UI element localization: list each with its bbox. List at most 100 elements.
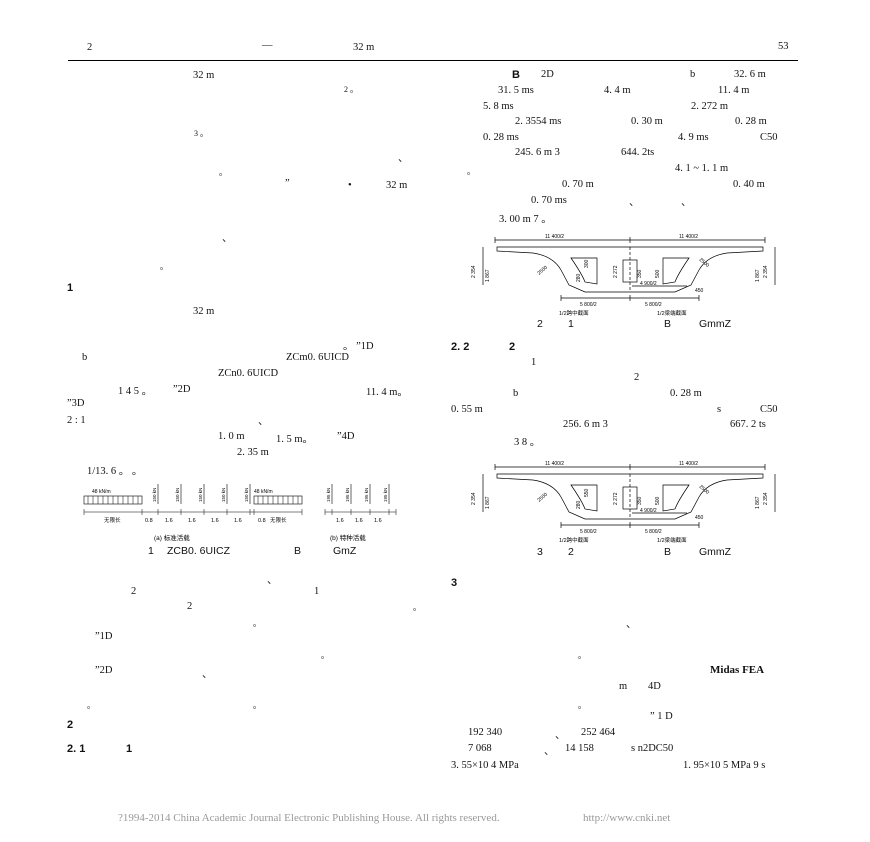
- text: ZCm0. 6UICD: [286, 352, 349, 363]
- header-left-number: 2: [87, 42, 93, 53]
- dim-500: 500: [655, 269, 661, 278]
- special-axle-label: 195 kN: [345, 488, 350, 502]
- support-label: 1/2梁端截面: [657, 536, 687, 544]
- dim-280: 280: [576, 273, 582, 282]
- text: ”: [285, 178, 290, 189]
- dim-2354: 2 354: [763, 265, 769, 278]
- text: ” 1 D: [650, 711, 673, 722]
- text: 0. 28 m: [670, 388, 702, 399]
- midspan-label: 1/2跨中截面: [559, 309, 589, 317]
- inner-cell-left: [570, 257, 598, 285]
- text: b: [690, 69, 696, 80]
- fig3-caption-sub: 2: [568, 546, 574, 558]
- fig1-caption-b: B: [294, 545, 302, 557]
- text: ”2D: [173, 384, 191, 395]
- inner-cell-left: [570, 484, 598, 512]
- dim-labels-standard: 无限长 0.8 1.6 1.6 1.6 1.6 0.8 无限长: [104, 516, 287, 524]
- text: 4. 1 ~ 1. 1 m: [675, 163, 729, 174]
- dim-16: 1.6: [234, 518, 242, 524]
- text: 。: [578, 651, 586, 660]
- dim-2354: 2 354: [471, 492, 477, 505]
- text: 0. 30 m: [631, 116, 663, 127]
- text: 0. 40 m: [733, 179, 765, 190]
- dim-08: 0.8: [145, 518, 153, 524]
- dim-infinite-left: 无限长: [104, 516, 121, 524]
- text: 2: [634, 372, 640, 383]
- dim-2500: 2500: [536, 492, 549, 504]
- dim-2272: 2 272: [613, 265, 619, 278]
- text: 14 158: [565, 743, 594, 754]
- text: 1. 95×10 5 MPa 9 s: [683, 760, 766, 771]
- text: 、: [202, 669, 213, 680]
- dim-2354: 2 354: [471, 265, 477, 278]
- text: 4. 9 ms: [678, 132, 709, 143]
- section-heading-2: 2: [67, 719, 74, 731]
- text: 0. 28 m: [735, 116, 767, 127]
- fig2-caption-gmmz: GmmZ: [699, 318, 732, 330]
- text: 32 m: [386, 180, 408, 191]
- text: 0. 70 ms: [531, 195, 567, 206]
- dim-2500: 2500: [698, 257, 711, 269]
- text: 、: [626, 619, 637, 630]
- text: 2. 35 m: [237, 447, 269, 458]
- footer-url: http://www.cnki.net: [583, 812, 671, 824]
- header-rule: [68, 60, 798, 61]
- special-axle-loads: [331, 484, 390, 504]
- dim-16: 1.6: [211, 518, 219, 524]
- box-girder-outline: [496, 473, 764, 520]
- axle-label: 150 kN: [152, 488, 157, 502]
- text: 31. 5 ms: [498, 85, 534, 96]
- dim-infinite-right: 无限长: [270, 516, 287, 524]
- dim-5800: 5 800/2: [580, 529, 597, 535]
- text: 4D: [648, 681, 661, 692]
- fig3-caption-b: B: [664, 546, 672, 558]
- dim-280: 280: [576, 500, 582, 509]
- text: 192 340: [468, 727, 503, 738]
- special-axle-label: 195 kN: [364, 488, 369, 502]
- figure-3-cross-section: 11 400/2 11 400/2 2 354 1 867 2 354 1 86…: [471, 461, 776, 544]
- text: b: [513, 388, 519, 399]
- dim-16: 1.6: [165, 518, 173, 524]
- fig2-caption-num: 2: [537, 318, 543, 330]
- text: •: [348, 180, 352, 191]
- text: C50: [760, 132, 778, 143]
- dim-2500: 2500: [698, 484, 711, 496]
- text: 2 。: [344, 85, 358, 94]
- special-axle-label: 195 kN: [383, 488, 388, 502]
- text: 644. 2ts: [621, 147, 655, 158]
- dim-ticks-standard: [83, 509, 303, 515]
- text: 2. 272 m: [691, 101, 729, 112]
- dim-350: 350: [637, 496, 643, 505]
- text: 。: [253, 619, 261, 628]
- section-heading-3: 3: [451, 577, 458, 589]
- text: 3 8 。: [514, 437, 541, 448]
- text: 。: [253, 701, 261, 710]
- figure-1-load-diagram: 48 kN/m 150 kN 150 kN 150 kN 150 kN 150 …: [83, 484, 397, 542]
- text: ”4D: [337, 431, 355, 442]
- text: 。: [578, 701, 586, 710]
- dim-5800: 5 800/2: [645, 529, 662, 535]
- dim-4900: 4 900/2: [640, 508, 657, 514]
- text: 1: [314, 586, 320, 597]
- midspan-label: 1/2跨中截面: [559, 536, 589, 544]
- text: s: [717, 404, 722, 415]
- figure-2-cross-section: 11 400/2 11 400/2 2 354 1 867 2 354 1 86…: [471, 234, 776, 317]
- text: 32 m: [193, 70, 215, 81]
- dim-350: 350: [637, 269, 643, 278]
- text: 、: [267, 575, 278, 586]
- footer-copyright: ?1994-2014 China Academic Journal Electr…: [118, 812, 500, 824]
- dim-2272: 2 272: [613, 492, 619, 505]
- text: 、: [222, 233, 233, 244]
- text: 。: [87, 701, 95, 710]
- dim-16: 1.6: [188, 518, 196, 524]
- text: 2 : 1: [67, 415, 86, 426]
- dim-1867: 1 867: [755, 496, 761, 509]
- text: ”2D: [95, 665, 113, 676]
- text: 245. 6 m 3: [515, 147, 560, 158]
- dim-1867: 1 867: [485, 269, 491, 282]
- text: 1. 0 m: [218, 431, 245, 442]
- text: 。: [219, 168, 227, 177]
- text: 4. 4 m: [604, 85, 631, 96]
- text: 、: [555, 730, 566, 741]
- web-block: [622, 259, 638, 283]
